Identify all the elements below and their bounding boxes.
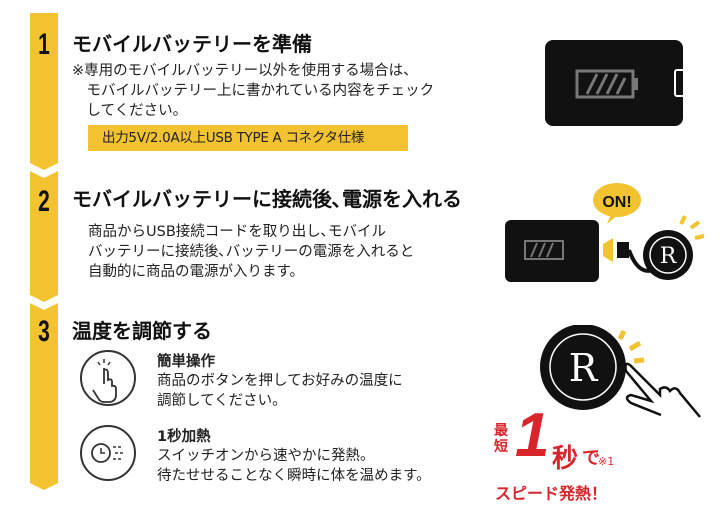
step-title-2: モバイルバッテリーに接続後､電源を入れる <box>72 187 462 211</box>
step-title-3: 温度を調節する <box>72 319 212 343</box>
on-badge: ON! <box>602 194 631 211</box>
step-body-2: 商品からUSB接続コードを取り出し､モバイル バッテリーに接続後､バッテリーの電… <box>88 224 415 280</box>
battery-image <box>545 40 690 126</box>
step-body-1: ※専用のモバイルバッテリー以外を使用する場合は、 モバイルバッテリー上に書かれて… <box>72 63 435 119</box>
step-title-1: モバイルバッテリーを準備 <box>72 32 312 56</box>
step-number-1: 1 <box>38 28 50 61</box>
promo-particle: で <box>582 448 600 469</box>
feature-title-heat: 1秒加熱 <box>157 429 211 445</box>
step-number-3: 3 <box>38 315 50 348</box>
step-progress-bar <box>30 13 58 490</box>
promo-note: ※1 <box>598 455 615 468</box>
promo-tagline: スピード発熱！ <box>495 484 608 503</box>
tap-finger-icon <box>80 350 136 406</box>
feature-body-heat: スイッチオンから速やかに発熱。 待たせせることなく瞬時に体を温めます。 <box>157 448 431 484</box>
fast-timer-icon <box>80 425 136 481</box>
feature-body-easy: 商品のボタンを押してお好みの温度に 調節してください。 <box>157 373 403 409</box>
feature-title-easy: 簡単操作 <box>157 354 215 370</box>
step-number-2: 2 <box>38 185 50 218</box>
promo-prefix: 最短 <box>494 423 508 455</box>
button-press-image: R <box>540 325 701 418</box>
battery-connect-image: R ON! <box>505 183 705 282</box>
svg-text:R: R <box>569 346 599 390</box>
promo-big-number: 1 <box>515 401 550 470</box>
promo-unit: 秒 <box>552 444 579 474</box>
spec-badge: 出力5V/2.0A以上USB TYPE A コネクタ仕様 <box>88 125 408 151</box>
svg-text:R: R <box>660 244 678 269</box>
